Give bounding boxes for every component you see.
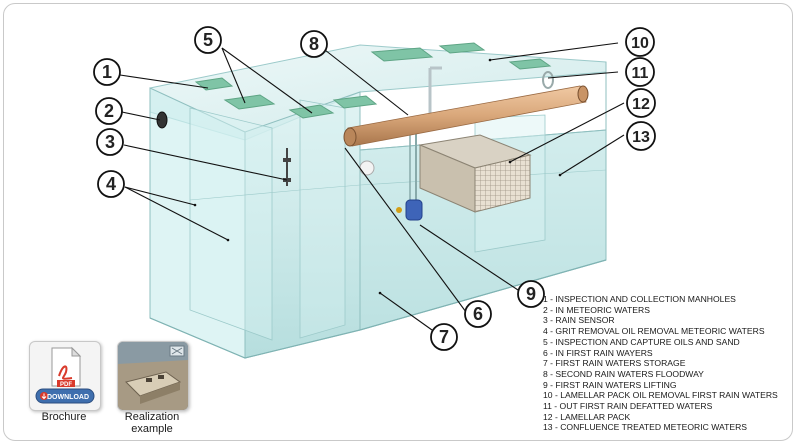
- callout-6: 6: [464, 300, 492, 328]
- download-label: DOWNLOAD: [47, 394, 89, 401]
- realization-caption-line2: example: [131, 423, 173, 435]
- manhole-6: [438, 42, 486, 54]
- legend-item: 1 - INSPECTION AND COLLECTION MANHOLES: [543, 294, 736, 304]
- legend-item: 4 - GRIT REMOVAL OIL REMOVAL METEORIC WA…: [543, 326, 765, 337]
- legend-item: 2 - IN METEORIC WATERS: [543, 304, 650, 315]
- callout-10-number: 10: [631, 35, 649, 52]
- realization-caption-line1: Realization: [124, 411, 180, 423]
- brochure-caption[interactable]: Brochure: [41, 411, 87, 423]
- manhole-7: [508, 58, 552, 70]
- callout-9: 9: [517, 280, 545, 308]
- callout-10: 10: [625, 27, 655, 57]
- callout-1: 1: [93, 58, 121, 86]
- meteoric-inlet-pipe: [156, 111, 168, 129]
- callout-9-number: 9: [526, 284, 536, 304]
- callout-2-number: 2: [104, 101, 114, 121]
- legend-item: 10 - LAMELLAR PACK OIL REMOVAL FIRST RAI…: [543, 390, 778, 401]
- leader-dots: [193, 58, 562, 295]
- realization-caption[interactable]: Realization example: [107, 411, 197, 435]
- legend-item: 12 - LAMELLAR PACK: [543, 411, 631, 422]
- callout-3: 3: [96, 128, 124, 156]
- legend-item: 8 - SECOND RAIN WATERS FLOODWAY: [543, 368, 704, 379]
- lifting-pump: [396, 66, 442, 221]
- callout-8-number: 8: [309, 34, 319, 54]
- realization-example-button[interactable]: [117, 341, 189, 411]
- partition-1: [189, 107, 273, 341]
- callout-6-number: 6: [473, 304, 483, 324]
- brochure-download-button[interactable]: PDF DOWNLOAD: [29, 341, 101, 411]
- manhole-4: [332, 95, 378, 109]
- callout-5: 5: [194, 26, 222, 54]
- callout-11-number: 11: [632, 65, 649, 82]
- legend-item: 3 - RAIN SENSOR: [543, 315, 615, 326]
- callout-2: 2: [95, 97, 123, 125]
- callout-8: 8: [300, 30, 328, 58]
- legend-item: 6 - IN FIRST RAIN WAYERS: [543, 347, 653, 358]
- legend-item: 13 - CONFLUENCE TREATED METEORIC WATERS: [543, 422, 748, 433]
- pdf-icon: PDF DOWNLOAD: [35, 346, 95, 404]
- callout-12: 12: [626, 88, 656, 118]
- callout-13: 13: [626, 121, 656, 151]
- legend-item: 7 - FIRST RAIN WATERS STORAGE: [543, 358, 686, 369]
- pdf-label: PDF: [60, 382, 72, 388]
- callout-12-number: 12: [632, 96, 650, 113]
- callout-7-number: 7: [439, 327, 449, 347]
- callout-5-number: 5: [203, 30, 213, 50]
- legend-item: 9 - FIRST RAIN WATERS LIFTING: [543, 379, 677, 390]
- partition-2: [299, 99, 346, 339]
- float-ball: [359, 160, 375, 176]
- outlet-defatted-waters: [542, 71, 554, 89]
- legend-item: 11 - OUT FIRST RAIN DEFATTED WATERS: [543, 401, 713, 412]
- legend-item: 5 - INSPECTION AND CAPTURE OILS AND SAND: [543, 336, 740, 347]
- callout-4: 4: [97, 170, 125, 198]
- callout-4-number: 4: [106, 174, 116, 194]
- floodway-pipe: [343, 85, 589, 147]
- manhole-2: [223, 94, 276, 110]
- manhole-3: [288, 104, 335, 119]
- realization-photo-thumbnail: [118, 342, 188, 410]
- callout-11: 11: [625, 57, 655, 87]
- callout-7: 7: [430, 323, 458, 351]
- callouts: 1 2 3 4 5 6 7 8 9 10 11 12 13: [93, 26, 656, 351]
- manhole-5: [370, 47, 434, 62]
- manholes: [194, 42, 552, 119]
- callout-13-number: 13: [632, 129, 650, 146]
- callout-3-number: 3: [105, 132, 115, 152]
- callout-1-number: 1: [102, 62, 112, 82]
- leader-lines: [119, 42, 625, 331]
- lamellar-pack: [418, 134, 532, 213]
- legend-list: 1 - INSPECTION AND COLLECTION MANHOLES 2…: [543, 294, 783, 433]
